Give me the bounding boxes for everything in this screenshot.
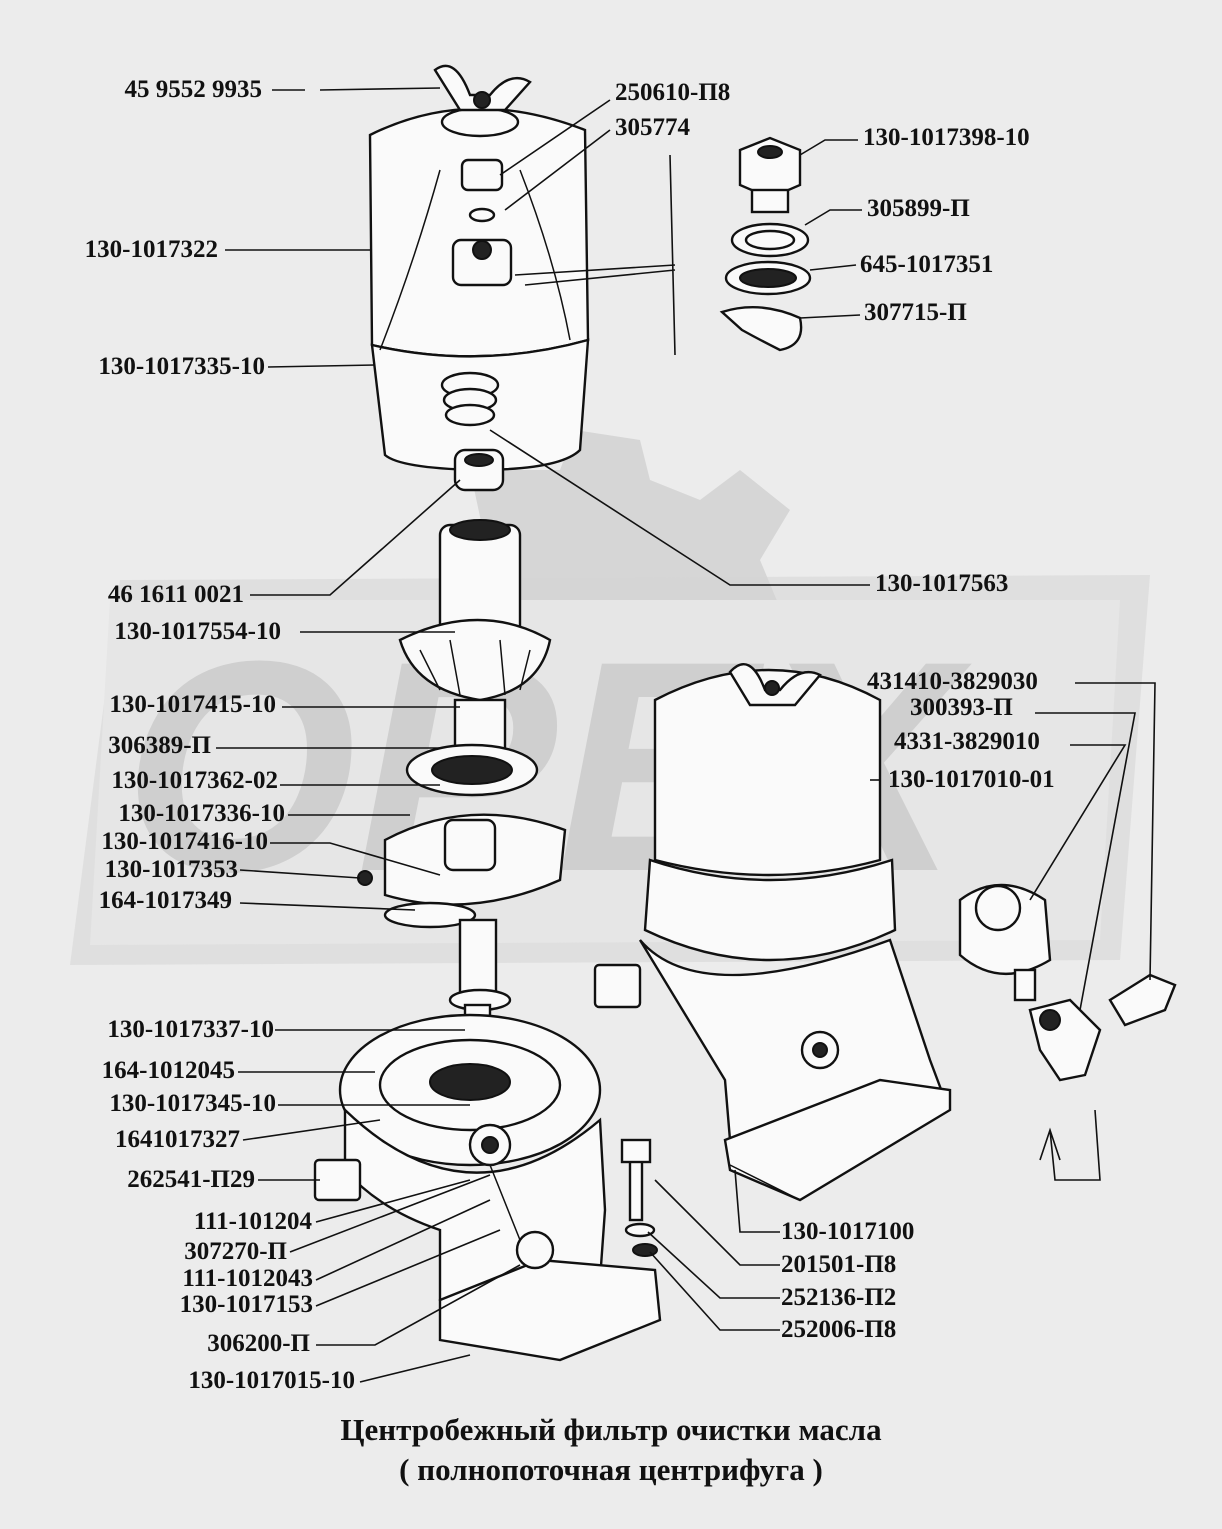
part-label: 306389-П [108, 732, 211, 759]
part-label: 307715-П [864, 299, 967, 326]
part-label: 252006-П8 [781, 1316, 897, 1343]
part-label: 305899-П [867, 195, 970, 222]
part-label: 130-1017337-10 [107, 1016, 274, 1043]
part-label: 262541-П29 [127, 1166, 255, 1193]
part-label: 111-101204 [193, 1208, 312, 1235]
plug-assembly-parts [719, 136, 812, 352]
part-label: 130-1017416-10 [101, 828, 268, 855]
part-label: 645-1017351 [860, 251, 994, 278]
part-label: 300393-П [910, 694, 1013, 721]
cover-assembly [368, 106, 590, 472]
part-label: 130-1017554-10 [114, 618, 281, 645]
wing-nut-icon [433, 64, 532, 112]
part-label: 46 1611 0021 [107, 581, 244, 608]
part-label: 130-1017335-10 [98, 353, 265, 380]
part-label: 164-1012045 [101, 1057, 235, 1084]
seal-ring-icon [453, 448, 505, 492]
part-label: 45 9552 9935 [124, 76, 263, 103]
spring-icon [440, 371, 500, 427]
assembled-filter-unit [593, 663, 952, 1202]
part-label: 130-1017015-10 [188, 1367, 355, 1394]
part-label: 130-1017362-02 [111, 767, 278, 794]
part-label: 130-1017398-10 [863, 124, 1030, 151]
part-label: 164-1017349 [98, 887, 232, 914]
part-label: 307270-П [184, 1238, 287, 1265]
part-label: 130-1017563 [875, 570, 1009, 597]
part-label: 130-1017100 [781, 1218, 915, 1245]
part-label: 201501-П8 [781, 1251, 897, 1278]
part-label: 1641017327 [115, 1126, 240, 1153]
diagram-subtitle: ( полнопоточная центрифуга ) [399, 1452, 823, 1487]
part-label: 130-1017322 [84, 236, 218, 263]
part-label: 250610-П8 [615, 79, 731, 106]
diagram-title: Центробежный фильтр очистки масла [340, 1412, 882, 1447]
part-label: 305774 [615, 114, 690, 141]
cap-nut-icon [451, 158, 513, 287]
rotor-assembly [357, 519, 567, 1052]
part-label: 111-1012043 [182, 1265, 313, 1292]
part-label: 431410-3829030 [867, 668, 1038, 695]
sensor-fittings [958, 883, 1177, 1181]
part-label: 130-1017010-01 [888, 766, 1055, 793]
part-label: 130-1017415-10 [109, 691, 276, 718]
part-label: 130-1017153 [179, 1291, 313, 1318]
part-label: 130-1017353 [104, 856, 238, 883]
part-label: 4331-3829010 [894, 728, 1040, 755]
lower-housing-left [313, 1013, 662, 1362]
part-label: 252136-П2 [781, 1284, 897, 1311]
part-label: 306200-П [207, 1330, 310, 1357]
part-label: 130-1017345-10 [109, 1090, 276, 1117]
leader-lines [216, 87, 1156, 1383]
part-label: 130-1017336-10 [118, 800, 285, 827]
